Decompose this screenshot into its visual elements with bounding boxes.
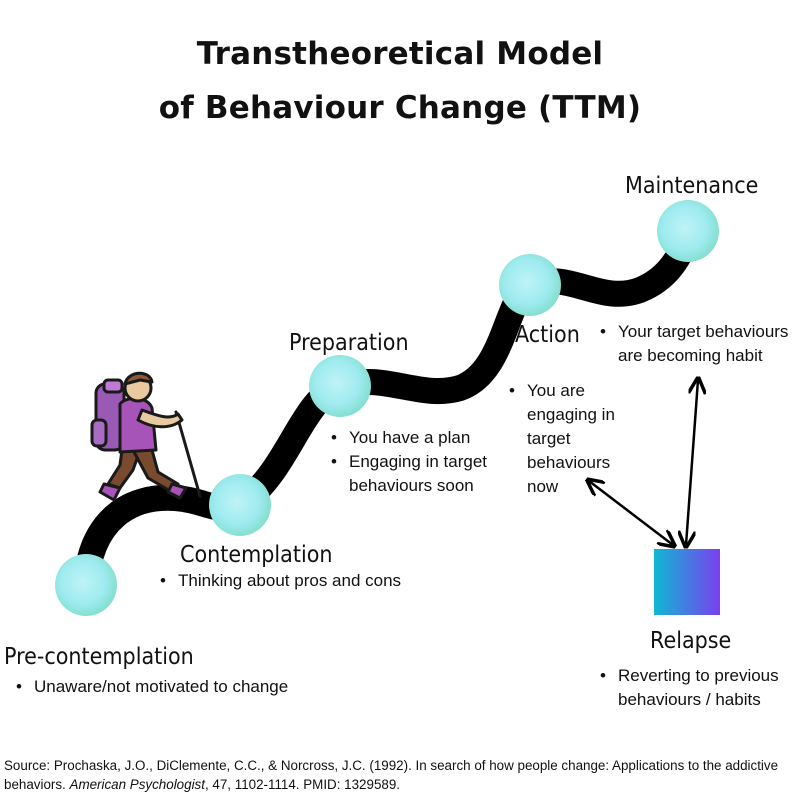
diagram-title-line1: Transtheoretical Model	[196, 36, 604, 72]
relapse-bullets: Reverting to previous behaviours / habit…	[597, 664, 797, 712]
bullet-item: You have a plan	[328, 426, 508, 450]
precontemplation-bullets: Unaware/not motivated to change	[13, 675, 288, 699]
source-line2: behaviors. American Psychologist, 47, 11…	[4, 775, 800, 794]
bullet-item: You are engaging in target behaviours no…	[506, 379, 624, 499]
action-bullets: You are engaging in target behaviours no…	[506, 379, 624, 499]
stage-label-relapse: Relapse	[650, 628, 732, 654]
stage-label-contemplation: Contemplation	[180, 542, 333, 568]
bullet-item: Reverting to previous behaviours / habit…	[597, 664, 797, 712]
stage-label-preparation: Preparation	[289, 330, 409, 356]
node-contemplation	[209, 474, 271, 536]
bullet-item: Thinking about pros and cons	[157, 569, 401, 593]
hiker-icon	[90, 371, 202, 502]
diagram-title-line2: of Behaviour Change (TTM)	[158, 90, 642, 126]
source-line2-end: , 47, 1102-1114. PMID: 1329589.	[204, 777, 401, 792]
contemplation-bullets: Thinking about pros and cons	[157, 569, 401, 593]
stage-path	[73, 220, 703, 598]
source-line1: Source: Prochaska, J.O., DiClemente, C.C…	[4, 758, 779, 773]
node-maintenance	[657, 200, 719, 262]
bullet-item: Your target behaviours are becoming habi…	[597, 320, 800, 368]
source-line2-start: behaviors.	[4, 777, 70, 792]
stage-label-maintenance: Maintenance	[625, 173, 759, 199]
source-citation: Source: Prochaska, J.O., DiClemente, C.C…	[4, 756, 800, 794]
bullet-item: Engaging in target behaviours soon	[328, 450, 508, 498]
stage-label-precontemplation: Pre-contemplation	[4, 644, 194, 670]
bullet-item: Unaware/not motivated to change	[13, 675, 288, 699]
node-precontemplation	[55, 554, 117, 616]
stage-label-action: Action	[515, 322, 580, 348]
source-journal: American Psychologist	[69, 777, 205, 792]
preparation-bullets: You have a plan Engaging in target behav…	[328, 426, 508, 498]
double-arrow-icon	[686, 380, 698, 545]
maintenance-bullets: Your target behaviours are becoming habi…	[597, 320, 800, 368]
node-preparation	[309, 355, 371, 417]
node-action	[499, 254, 561, 316]
relapse-box	[654, 549, 720, 615]
